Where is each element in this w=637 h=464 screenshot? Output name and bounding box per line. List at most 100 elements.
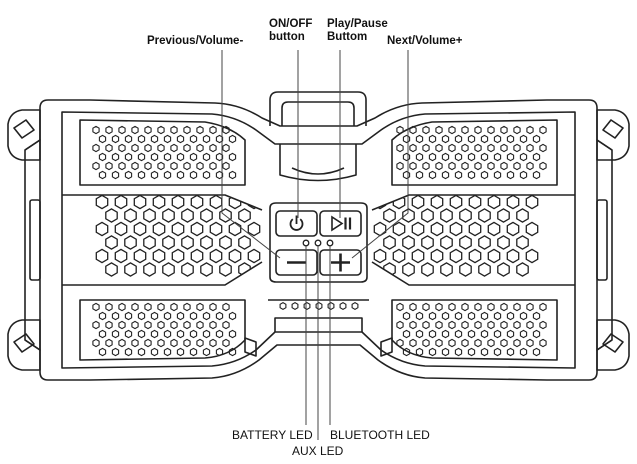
grille-hole bbox=[392, 221, 406, 237]
grille-hole bbox=[487, 248, 501, 264]
grille-hole bbox=[435, 143, 443, 153]
grille-hole bbox=[409, 125, 417, 135]
grille-hole bbox=[513, 143, 521, 153]
grille-hole bbox=[196, 161, 204, 171]
grille-hole bbox=[303, 301, 311, 311]
grille-hole bbox=[506, 329, 515, 339]
volume-down-button[interactable] bbox=[275, 249, 318, 276]
grille-hole bbox=[411, 195, 425, 210]
grille-hole bbox=[124, 347, 133, 357]
grille-hole bbox=[144, 125, 152, 135]
volume-up-button[interactable] bbox=[319, 249, 362, 276]
grille-hole bbox=[519, 311, 528, 321]
grille-hole bbox=[202, 311, 211, 321]
grille-hole bbox=[222, 161, 230, 171]
aux-led-label: AUX LED bbox=[292, 444, 344, 458]
grille-hole bbox=[519, 329, 528, 339]
grille-hole bbox=[411, 221, 425, 237]
grille-hole bbox=[493, 347, 502, 357]
grille-hole bbox=[189, 170, 198, 180]
grille-hole bbox=[92, 302, 100, 312]
play-pause-label: Play/Pause Buttom bbox=[327, 18, 388, 44]
grille-hole bbox=[487, 338, 495, 348]
grille-hole bbox=[513, 320, 521, 330]
grille-hole bbox=[137, 329, 146, 339]
grille-hole bbox=[202, 329, 211, 339]
grille-hole bbox=[526, 125, 534, 135]
grille-hole bbox=[454, 134, 463, 144]
grille-hole bbox=[209, 195, 223, 210]
grille-hole bbox=[500, 338, 508, 348]
grille-hole bbox=[222, 302, 230, 312]
grille-hole bbox=[430, 248, 444, 264]
grille-hole bbox=[487, 161, 495, 171]
grille-hole bbox=[209, 161, 217, 171]
left-speaker-grille bbox=[95, 195, 261, 277]
grille-hole bbox=[215, 347, 224, 357]
grille-hole bbox=[467, 134, 476, 144]
grille-hole bbox=[396, 125, 404, 135]
grille-hole bbox=[539, 338, 547, 348]
grille-hole bbox=[454, 347, 463, 357]
grille-hole bbox=[189, 152, 198, 162]
grille-hole bbox=[513, 338, 521, 348]
grille-hole bbox=[95, 195, 109, 210]
grille-hole bbox=[238, 235, 251, 250]
grille-hole bbox=[228, 329, 237, 339]
grille-hole bbox=[143, 208, 156, 223]
grille-hole bbox=[183, 143, 191, 153]
grille-hole bbox=[133, 221, 147, 237]
grille-hole bbox=[539, 320, 547, 330]
grille-hole bbox=[428, 134, 437, 144]
grille-hole bbox=[98, 134, 107, 144]
grille-hole bbox=[137, 152, 146, 162]
grille-hole bbox=[474, 338, 482, 348]
grille-hole bbox=[162, 208, 175, 223]
grille-hole bbox=[480, 329, 489, 339]
bluetooth-led-label: BLUETOOTH LED bbox=[330, 428, 430, 442]
grille-hole bbox=[176, 311, 185, 321]
grille-hole bbox=[440, 235, 453, 250]
grille-hole bbox=[170, 302, 178, 312]
grille-hole bbox=[500, 320, 508, 330]
grille-hole bbox=[189, 329, 198, 339]
grille-hole bbox=[279, 301, 287, 311]
grille-hole bbox=[539, 161, 547, 171]
grille-hole bbox=[421, 262, 434, 277]
grille-hole bbox=[480, 134, 489, 144]
grille-hole bbox=[150, 347, 159, 357]
grille-hole bbox=[215, 152, 224, 162]
grille-hole bbox=[409, 338, 417, 348]
grille-hole bbox=[454, 329, 463, 339]
grille-hole bbox=[500, 161, 508, 171]
grille-hole bbox=[415, 134, 424, 144]
grille-hole bbox=[157, 320, 165, 330]
grille-hole bbox=[467, 311, 476, 321]
grille-hole bbox=[449, 195, 463, 210]
grille-hole bbox=[459, 208, 472, 223]
grille-hole bbox=[111, 170, 120, 180]
power-button[interactable] bbox=[275, 210, 318, 237]
grille-hole bbox=[428, 329, 437, 339]
grille-hole bbox=[176, 347, 185, 357]
grille-hole bbox=[215, 170, 224, 180]
grille-hole bbox=[228, 152, 237, 162]
grille-hole bbox=[124, 262, 137, 277]
grille-hole bbox=[415, 329, 424, 339]
grille-hole bbox=[526, 338, 534, 348]
grille-hole bbox=[150, 152, 159, 162]
grille-hole bbox=[131, 125, 139, 135]
grille-hole bbox=[209, 320, 217, 330]
grille-hole bbox=[532, 170, 541, 180]
grille-hole bbox=[532, 134, 541, 144]
next-volume-label: Next/Volume+ bbox=[387, 35, 463, 47]
grille-hole bbox=[131, 161, 139, 171]
grille-hole bbox=[98, 311, 107, 321]
grille-hole bbox=[105, 262, 118, 277]
bluetooth-led bbox=[326, 239, 334, 247]
grille-hole bbox=[215, 311, 224, 321]
grille-hole bbox=[539, 143, 547, 153]
grille-hole bbox=[183, 320, 191, 330]
grille-hole bbox=[114, 221, 128, 237]
